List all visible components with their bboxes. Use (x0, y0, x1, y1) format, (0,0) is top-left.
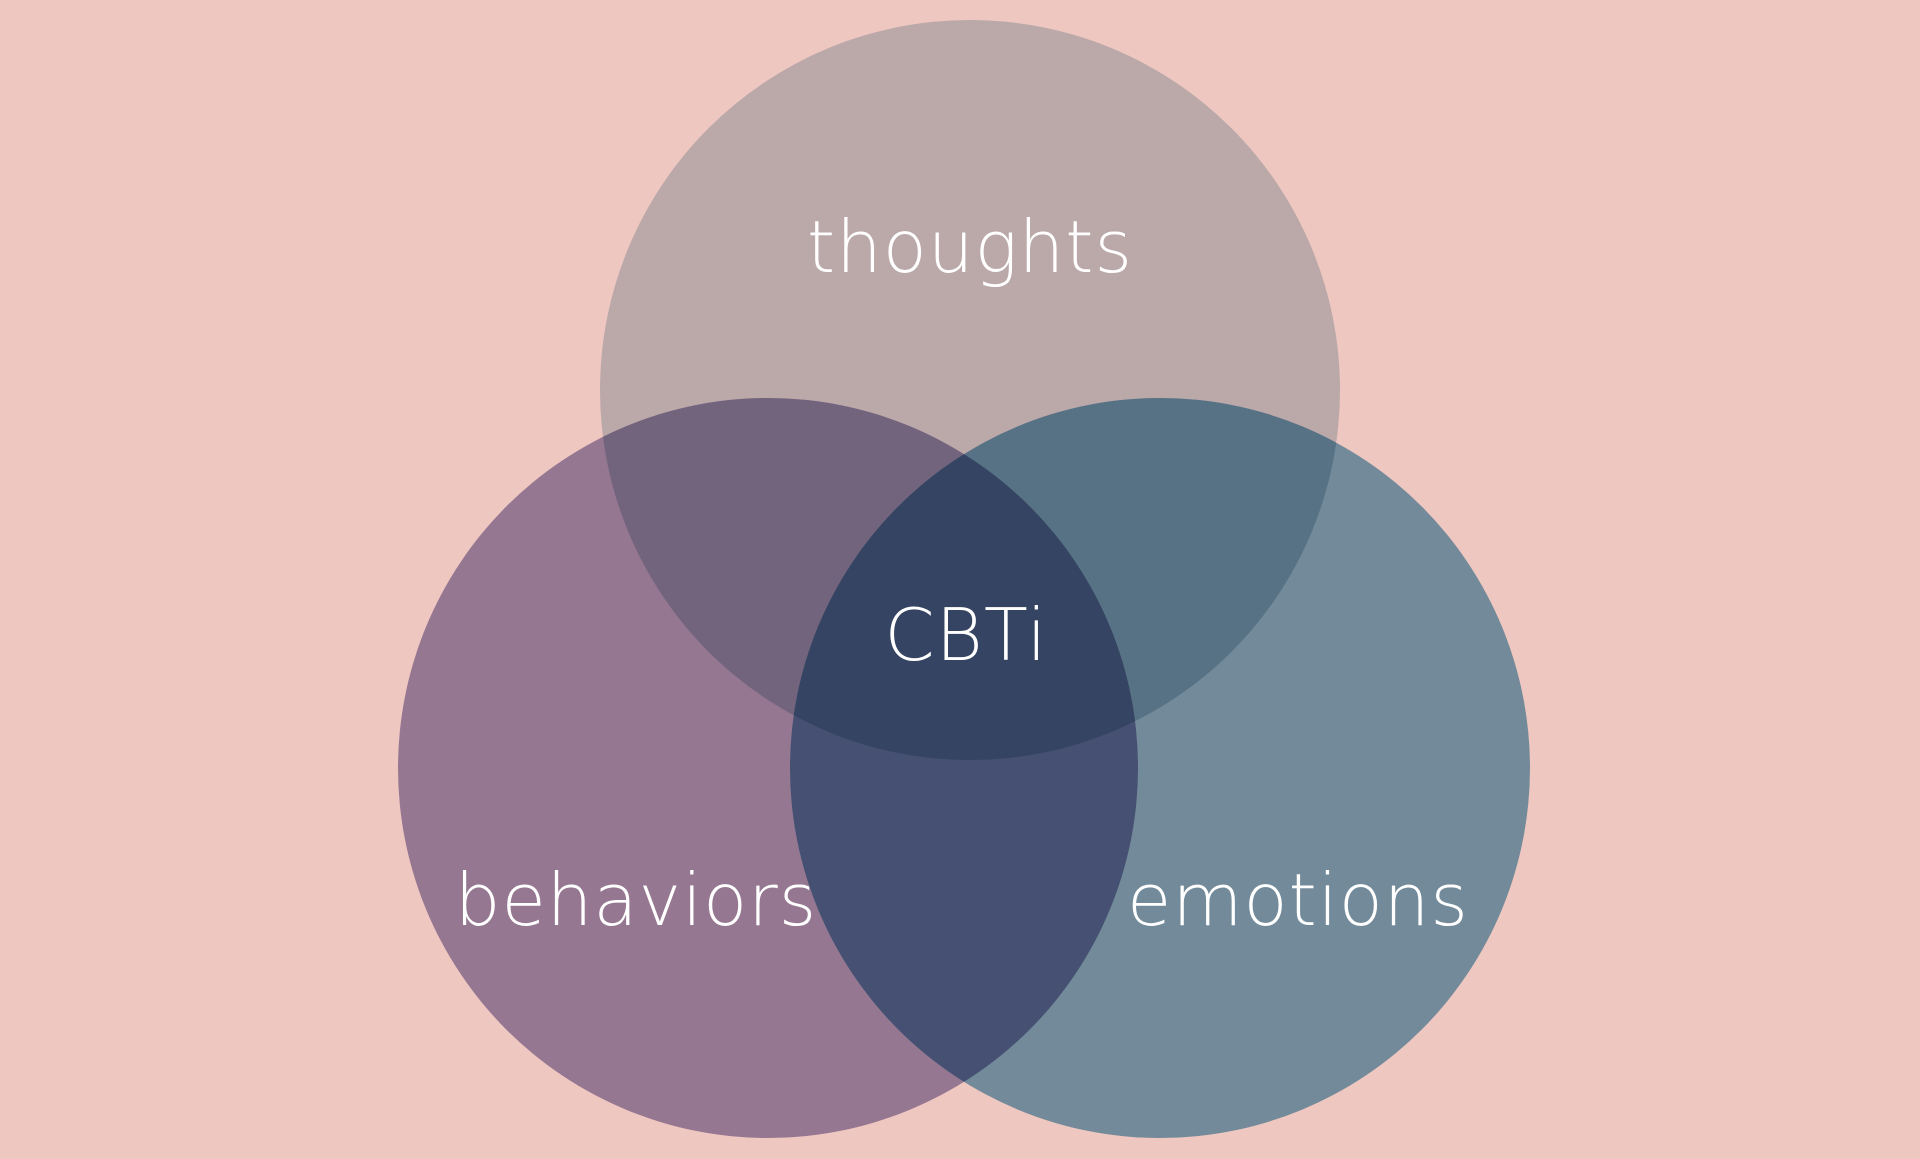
behaviors-label: behaviors (455, 858, 818, 942)
all-sets-overlap (790, 398, 1138, 760)
emotions-label: emotions (1127, 858, 1469, 942)
cbti-center-label: CBTi (884, 593, 1047, 677)
thoughts-label: thoughts (807, 205, 1133, 289)
